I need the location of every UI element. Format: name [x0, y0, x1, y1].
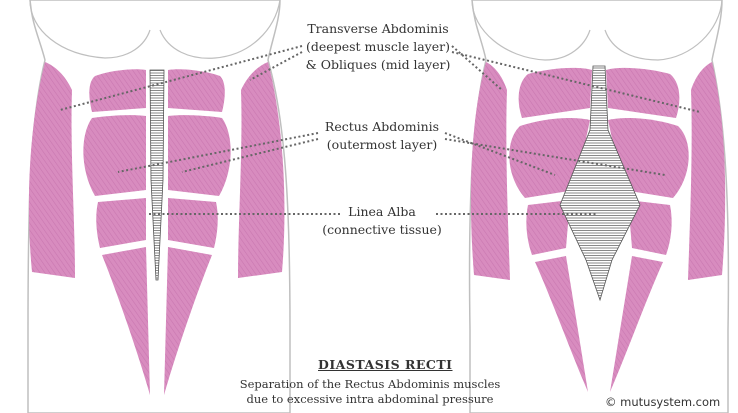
caption-line: due to excessive intra abdominal pressur… [225, 392, 515, 407]
oblique-left-outer [471, 62, 510, 280]
label-rectus-abdominis: Rectus Abdominis (outermost layer) [318, 118, 446, 154]
label-line: Rectus Abdominis [318, 118, 446, 136]
label-line: (connective tissue) [318, 221, 446, 239]
oblique-right-outer [688, 62, 725, 280]
label-linea-alba: Linea Alba (connective tissue) [318, 203, 446, 239]
rectus-block [83, 115, 146, 196]
rectus-block [168, 115, 231, 196]
label-line: Transverse Abdominis [300, 20, 456, 38]
oblique-left-outer [29, 62, 75, 278]
diagram-title: DIASTASIS RECTI [318, 357, 453, 372]
diagram-caption: Separation of the Rectus Abdominis muscl… [225, 377, 515, 407]
diastasis-abdomen [470, 0, 729, 413]
normal-abdomen [28, 0, 290, 413]
rectus-block [168, 198, 218, 248]
caption-line: Separation of the Rectus Abdominis muscl… [225, 377, 515, 392]
label-line: (deepest muscle layer) [300, 38, 456, 56]
oblique-right-outer [238, 62, 284, 278]
label-line: (outermost layer) [318, 136, 446, 154]
copyright-credit: © mutusystem.com [605, 395, 720, 409]
rectus-block [168, 69, 225, 112]
rectus-block [89, 69, 146, 112]
label-transverse-abdominis: Transverse Abdominis (deepest muscle lay… [300, 20, 456, 74]
rectus-block [96, 198, 146, 248]
label-line: & Obliques (mid layer) [300, 56, 456, 74]
label-line: Linea Alba [318, 203, 446, 221]
